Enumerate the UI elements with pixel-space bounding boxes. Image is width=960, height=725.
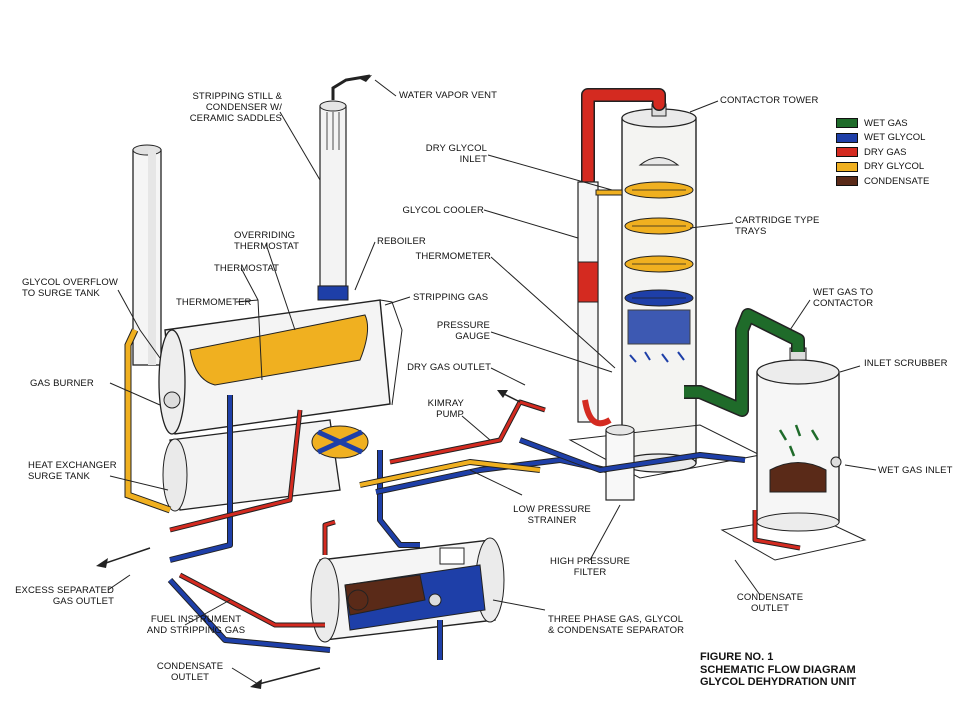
legend-label-dry-glycol: DRY GLYCOL [864, 161, 925, 173]
label-wet-gas-to-contactor: WET GAS TO CONTACTOR [813, 287, 874, 309]
label-fuel-instrument: FUEL INSTRUMENT AND STRIPPING GAS [146, 614, 246, 636]
label-three-phase: THREE PHASE GAS, GLYCOL & CONDENSATE SEP… [548, 614, 685, 636]
label-wet-gas-inlet: WET GAS INLET [878, 465, 953, 476]
reboiler [158, 299, 403, 435]
legend-swatch-condensate [836, 176, 858, 187]
label-dry-glycol-inlet: DRY GLYCOL INLET [425, 143, 487, 165]
glycol-cooler [577, 181, 623, 427]
stripping-still [317, 74, 372, 301]
inlet-scrubber [720, 347, 867, 561]
label-pressure-gauge: PRESSURE GAUGE [436, 320, 490, 342]
heat-exchanger-surge-tank [162, 419, 341, 512]
label-stripping-gas: STRIPPING GAS [413, 292, 489, 303]
figure-title: SCHEMATIC FLOW DIAGRAM [700, 663, 856, 676]
label-inlet-scrubber: INLET SCRUBBER [864, 358, 948, 369]
label-high-pressure-filter: HIGH PRESSURE FILTER [550, 556, 630, 578]
legend-label-wet-gas: WET GAS [864, 117, 908, 129]
figure-caption: FIGURE NO. 1 SCHEMATIC FLOW DIAGRAM GLYC… [700, 651, 856, 689]
legend-item-dry-glycol: DRY GLYCOL [836, 160, 929, 175]
label-reboiler: REBOILER [377, 236, 426, 247]
label-condensate-outlet-right: CONDENSATE OUTLET [736, 592, 804, 614]
label-dry-gas-outlet: DRY GAS OUTLET [407, 362, 491, 373]
label-cartridge-trays: CARTRIDGE TYPE TRAYS [735, 215, 820, 237]
label-overriding-thermostat: OVERRIDING THERMOSTAT [234, 230, 300, 252]
wet-gas-pipe [684, 309, 804, 416]
color-legend: WET GAS WET GLYCOL DRY GAS DRY GLYCOL CO… [836, 116, 929, 189]
label-excess-gas-outlet: EXCESS SEPARATED GAS OUTLET [15, 585, 114, 607]
glycol-pump [311, 425, 369, 459]
legend-swatch-wet-gas [836, 118, 858, 129]
label-thermometer-left: THERMOMETER [176, 297, 252, 308]
label-condensate-outlet-bottom: CONDENSATE OUTLET [156, 661, 224, 683]
legend-swatch-wet-glycol [836, 132, 858, 143]
label-kimray-pump: KIMRAY PUMP [427, 398, 464, 420]
legend-swatch-dry-glycol [836, 161, 858, 172]
figure-number: FIGURE NO. 1 [700, 651, 774, 663]
legend-item-dry-gas: DRY GAS [836, 145, 929, 160]
label-gas-burner: GAS BURNER [30, 378, 94, 389]
label-water-vapor-vent: WATER VAPOR VENT [399, 90, 498, 101]
contactor-tower [568, 103, 762, 479]
process-piping [167, 395, 801, 660]
label-low-pressure-strainer: LOW PRESSURE STRAINER [513, 504, 591, 526]
legend-item-wet-glycol: WET GLYCOL [836, 131, 929, 146]
label-glycol-cooler: GLYCOL COOLER [402, 205, 484, 216]
figure-subtitle: GLYCOL DEHYDRATION UNIT [700, 676, 857, 688]
legend-item-condensate: CONDENSATE [836, 174, 929, 189]
label-stripping-still: STRIPPING STILL & CONDENSER W/ CERAMIC S… [189, 91, 282, 124]
flow-arrows [96, 390, 521, 689]
leader-lines [107, 79, 877, 685]
legend-item-wet-gas: WET GAS [836, 116, 929, 131]
label-contactor-tower: CONTACTOR TOWER [720, 95, 819, 106]
label-thermostat: THERMOSTAT [214, 263, 280, 274]
label-glycol-overflow: GLYCOL OVERFLOW TO SURGE TANK [22, 277, 118, 299]
legend-swatch-dry-gas [836, 147, 858, 158]
label-thermometer-right: THERMOMETER [415, 251, 491, 262]
exhaust-stack [132, 144, 162, 366]
dry-gas-outlet-pipe [582, 89, 665, 186]
legend-label-dry-gas: DRY GAS [864, 146, 907, 158]
three-phase-separator [310, 537, 505, 643]
legend-label-condensate: CONDENSATE [864, 175, 930, 187]
label-heat-exchanger: HEAT EXCHANGER SURGE TANK [28, 460, 117, 482]
glycol-overflow-pipe [125, 328, 171, 513]
legend-label-wet-glycol: WET GLYCOL [864, 132, 926, 144]
